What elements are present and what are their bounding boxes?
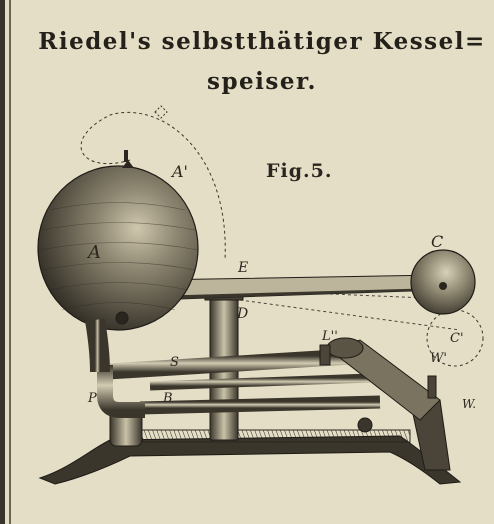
- pipe-S: [99, 348, 361, 380]
- sphere-A-valve-stem: [124, 150, 128, 162]
- dotted-top-fitting: [154, 105, 168, 119]
- label-C-prime: C': [450, 331, 464, 346]
- label-L-double-prime: L'': [321, 329, 338, 344]
- page-border-rule-inner: [9, 0, 11, 524]
- valve-knob: [357, 417, 373, 433]
- sphere-A-bolt: [115, 311, 129, 325]
- label-D: D: [236, 306, 248, 322]
- base-plate: [38, 435, 462, 485]
- valve-W: [427, 375, 437, 399]
- label-A: A: [86, 242, 101, 263]
- label-P: P: [87, 391, 97, 406]
- figure-label: Fig.5.: [266, 160, 333, 182]
- valve-L: [319, 344, 331, 366]
- label-S: S: [170, 355, 179, 370]
- label-E: E: [237, 260, 248, 276]
- pipe-middle: [149, 373, 371, 391]
- pipe-P-elbow: [97, 365, 145, 418]
- sphere-A: [37, 165, 199, 331]
- title-line-2: speiser.: [207, 68, 317, 95]
- label-C: C: [431, 232, 443, 251]
- page-border-rule: [0, 0, 5, 524]
- sphere-A-top-fitting: [122, 160, 134, 168]
- label-A-prime: A': [170, 162, 188, 181]
- label-B: B: [162, 391, 173, 406]
- title-line-1: Riedel's selbstthätiger Kessel=: [38, 28, 486, 55]
- pipe-B: [139, 395, 381, 415]
- label-W-prime: W': [430, 351, 447, 366]
- label-W: W.: [462, 397, 476, 411]
- dotted-sphere-C-prime: [426, 309, 484, 367]
- sphere-C-pin: [439, 282, 447, 290]
- lever-shading: [150, 288, 440, 300]
- sphere-A-neck: [85, 318, 110, 373]
- sphere-A-hatching: [39, 202, 199, 311]
